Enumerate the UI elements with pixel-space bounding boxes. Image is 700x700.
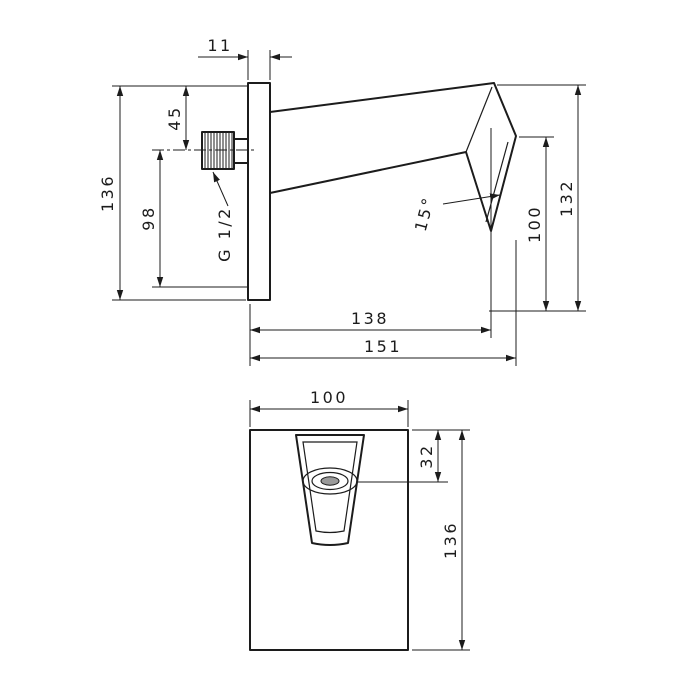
outlet-crease-line bbox=[465, 86, 493, 153]
aerator-outer-ring bbox=[302, 467, 358, 495]
dim-top-to-outlet: 32 bbox=[417, 430, 442, 482]
spout-front-inner-outline bbox=[302, 441, 358, 534]
thread-leader-line bbox=[212, 171, 229, 207]
dim-outlet-height: 100 bbox=[525, 137, 550, 311]
dim-plate-thickness-label: 11 bbox=[207, 36, 232, 55]
dim-outlet-height-label: 100 bbox=[525, 205, 544, 243]
dim-plate-height-front: 136 bbox=[441, 430, 466, 650]
dim-top-to-axis: 45 bbox=[165, 86, 190, 150]
side-view: 11 45 98 136 G 1/2 15° 100 bbox=[98, 36, 586, 366]
dim-plate-height-front-label: 136 bbox=[441, 521, 460, 559]
outlet-face-inner-line bbox=[485, 141, 509, 223]
dim-plate-height-side-label: 136 bbox=[98, 174, 117, 212]
dim-plate-width: 100 bbox=[250, 388, 408, 413]
dim-projection-151: 151 bbox=[250, 337, 516, 362]
thread-label: G 1/2 bbox=[215, 206, 234, 262]
dim-overall-height: 132 bbox=[557, 85, 582, 311]
dim-projection-151-label: 151 bbox=[364, 337, 402, 356]
side-view-part bbox=[152, 82, 517, 301]
front-view: 100 32 136 bbox=[249, 388, 470, 651]
dim-top-to-axis-label: 45 bbox=[165, 105, 184, 130]
dim-plate-thickness: 11 bbox=[198, 36, 292, 61]
extension-lines-side bbox=[112, 50, 586, 366]
dim-axis-to-bottom: 98 bbox=[139, 150, 164, 287]
aerator-core bbox=[320, 476, 340, 486]
angle-label: 15° bbox=[411, 194, 439, 234]
dim-overall-height-label: 132 bbox=[557, 179, 576, 217]
shower-arm-profile bbox=[269, 82, 517, 232]
aerator-mid-ring bbox=[311, 471, 349, 491]
thread-callout: G 1/2 bbox=[212, 171, 234, 262]
dim-plate-width-label: 100 bbox=[310, 388, 348, 407]
dim-axis-to-bottom-label: 98 bbox=[139, 205, 158, 230]
dim-projection-138-label: 138 bbox=[351, 309, 389, 328]
wall-plate-side bbox=[247, 82, 271, 301]
angle-leader-line bbox=[442, 193, 501, 205]
connector-collar bbox=[233, 138, 249, 164]
dim-projection-138: 138 bbox=[250, 309, 491, 334]
front-view-part bbox=[249, 429, 409, 651]
dim-top-to-outlet-label: 32 bbox=[417, 443, 436, 468]
dim-plate-height-side: 136 bbox=[98, 86, 124, 300]
